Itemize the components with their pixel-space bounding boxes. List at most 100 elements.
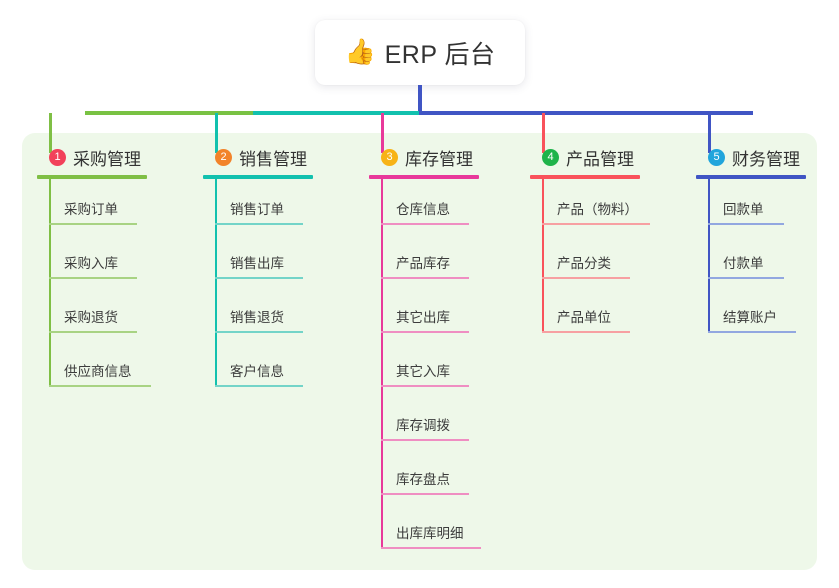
leaf-node[interactable]: 产品库存 xyxy=(369,233,479,287)
leaf-node-rule xyxy=(381,493,469,495)
leaf-node-label: 回款单 xyxy=(723,202,764,217)
leaf-node-label: 供应商信息 xyxy=(64,364,132,379)
drop-connector-5 xyxy=(708,113,711,153)
column-body-5: 回款单付款单结算账户 xyxy=(696,179,806,341)
column-header-5[interactable]: 5 财务管理 xyxy=(696,146,806,169)
column-badge-5: 5 xyxy=(708,148,725,166)
leaf-node[interactable]: 库存盘点 xyxy=(369,449,479,503)
leaf-node-label: 结算账户 xyxy=(723,310,777,325)
root-node[interactable]: 👍 ERP 后台 xyxy=(315,20,525,85)
leaf-node[interactable]: 付款单 xyxy=(696,233,806,287)
leaf-node-label: 库存盘点 xyxy=(396,472,450,487)
leaf-node-label: 产品（物料） xyxy=(557,202,638,217)
column-badge-3: 3 xyxy=(381,148,398,166)
leaf-node-label: 产品单位 xyxy=(557,310,611,325)
leaf-node[interactable]: 库存调拨 xyxy=(369,395,479,449)
leaf-node-rule xyxy=(215,331,303,333)
leaf-node-rule xyxy=(49,223,137,225)
leaf-node-label: 出库库明细 xyxy=(396,526,464,541)
leaf-node-rule xyxy=(215,223,303,225)
leaf-node-rule xyxy=(49,331,137,333)
column-title-5: 财务管理 xyxy=(732,149,800,169)
root-stem-connector xyxy=(418,85,422,113)
leaf-node-label: 产品分类 xyxy=(557,256,611,271)
column-badge-4: 4 xyxy=(542,148,559,166)
column-underline-4 xyxy=(530,175,640,179)
leaf-node-rule xyxy=(381,331,469,333)
leaf-node-label: 库存调拨 xyxy=(396,418,450,433)
column-underline-1 xyxy=(37,175,147,179)
leaf-node-rule xyxy=(542,331,630,333)
column-spine-3 xyxy=(381,179,383,549)
leaf-node-label: 采购退货 xyxy=(64,310,118,325)
leaf-node-label: 采购入库 xyxy=(64,256,118,271)
leaf-node-label: 其它入库 xyxy=(396,364,450,379)
leaf-node[interactable]: 供应商信息 xyxy=(37,341,151,395)
column-title-4: 产品管理 xyxy=(566,149,634,169)
leaf-node[interactable]: 其它出库 xyxy=(369,287,479,341)
column-badge-1: 1 xyxy=(49,148,66,166)
column-spine-1 xyxy=(49,179,51,387)
leaf-node-label: 付款单 xyxy=(723,256,764,271)
leaf-node-rule xyxy=(708,331,796,333)
column-spine-4 xyxy=(542,179,544,333)
leaf-node[interactable]: 其它入库 xyxy=(369,341,479,395)
leaf-node[interactable]: 销售订单 xyxy=(203,179,313,233)
column-underline-5 xyxy=(696,175,806,179)
diagram-background-panel xyxy=(22,133,817,570)
leaf-node-rule xyxy=(708,223,784,225)
connector-segment-2 xyxy=(253,111,419,115)
leaf-node[interactable]: 客户信息 xyxy=(203,341,313,395)
root-node-title: ERP 后台 xyxy=(384,40,496,69)
column-header-4[interactable]: 4 产品管理 xyxy=(530,146,640,169)
leaf-node[interactable]: 仓库信息 xyxy=(369,179,479,233)
leaf-node[interactable]: 产品（物料） xyxy=(530,179,650,233)
leaf-node-rule xyxy=(708,277,784,279)
column-underline-3 xyxy=(369,175,479,179)
drop-connector-2 xyxy=(215,113,218,153)
leaf-node-label: 销售订单 xyxy=(230,202,284,217)
leaf-node-label: 仓库信息 xyxy=(396,202,450,217)
leaf-node[interactable]: 出库库明细 xyxy=(369,503,481,557)
drop-connector-3 xyxy=(381,113,384,153)
leaf-node[interactable]: 采购订单 xyxy=(37,179,147,233)
leaf-node[interactable]: 产品单位 xyxy=(530,287,640,341)
leaf-node-rule xyxy=(381,277,469,279)
leaf-node-rule xyxy=(542,277,630,279)
column-4: 4 产品管理产品（物料） 产品分类产品单位 xyxy=(530,146,650,341)
column-body-1: 采购订单采购入库采购退货供应商信息 xyxy=(37,179,151,395)
column-spine-2 xyxy=(215,179,217,387)
leaf-node[interactable]: 销售退货 xyxy=(203,287,313,341)
leaf-node-rule xyxy=(381,223,469,225)
leaf-node[interactable]: 销售出库 xyxy=(203,233,313,287)
leaf-node-rule xyxy=(215,277,303,279)
leaf-node[interactable]: 产品分类 xyxy=(530,233,640,287)
column-title-2: 销售管理 xyxy=(239,149,307,169)
connector-segment-1 xyxy=(85,111,253,115)
column-underline-2 xyxy=(203,175,313,179)
leaf-node-label: 其它出库 xyxy=(396,310,450,325)
leaf-node-rule xyxy=(381,385,469,387)
leaf-node[interactable]: 结算账户 xyxy=(696,287,806,341)
leaf-node[interactable]: 采购退货 xyxy=(37,287,147,341)
column-5: 5 财务管理回款单付款单结算账户 xyxy=(696,146,806,341)
column-body-2: 销售订单销售出库销售退货客户信息 xyxy=(203,179,313,395)
column-spine-5 xyxy=(708,179,710,333)
leaf-node-rule xyxy=(381,547,481,549)
thumbs-up-icon: 👍 xyxy=(344,38,376,66)
drop-connector-4 xyxy=(542,113,545,153)
leaf-node[interactable]: 回款单 xyxy=(696,179,806,233)
leaf-node-rule xyxy=(542,223,650,225)
leaf-node-rule xyxy=(215,385,303,387)
leaf-node-rule xyxy=(381,439,469,441)
drop-connector-1 xyxy=(49,113,52,153)
leaf-node[interactable]: 采购入库 xyxy=(37,233,147,287)
connector-segment-3 xyxy=(419,111,753,115)
leaf-node-label: 销售退货 xyxy=(230,310,284,325)
